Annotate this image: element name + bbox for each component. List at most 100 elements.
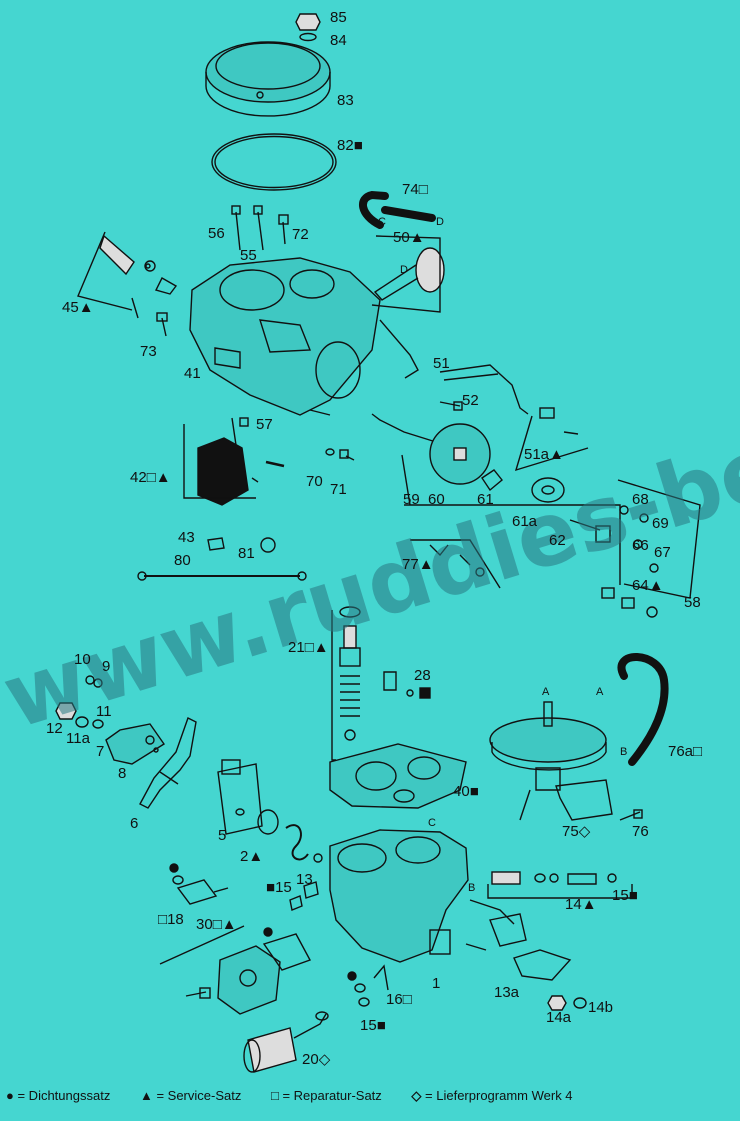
callout-12: 12: [46, 720, 63, 737]
diaphragm-50: [371, 235, 445, 313]
parts-7-12: [55, 675, 165, 765]
callout-11: 11: [96, 703, 112, 720]
callout-42: 42□▲: [130, 469, 171, 486]
callout-81: 81: [238, 545, 255, 562]
callout-14a: 14a: [546, 1009, 572, 1026]
callout-83: 83: [337, 92, 354, 109]
screw-15-bottom: [358, 997, 370, 1007]
callout-1: 1: [432, 975, 441, 992]
seal-ring-82: [211, 133, 337, 191]
callout-9: 9: [102, 658, 111, 675]
nuts-14a-14b: [547, 995, 587, 1011]
callout-16: 16□: [386, 991, 412, 1008]
callout-70: 70: [306, 473, 323, 490]
callout-30: 30□▲: [196, 916, 237, 933]
callout-11a: 11a: [66, 730, 90, 747]
screw-81: [260, 537, 276, 553]
parts-14: [487, 871, 633, 899]
callout-60: 60: [428, 491, 445, 508]
callout-40: 40■: [453, 783, 479, 800]
letter-b-base: B: [468, 882, 476, 894]
callout-28: 28: [414, 667, 431, 684]
solenoid-20: [243, 1011, 329, 1073]
lever-6: [139, 717, 197, 809]
letter-c-base: C: [428, 817, 436, 829]
shaft-59: [371, 413, 437, 506]
callout-76a: 76a□: [668, 743, 703, 760]
callout-61: 61: [477, 491, 494, 508]
legend: ● = Dichtungssatz ▲ = Service-Satz □ = R…: [6, 1088, 734, 1104]
callout-18: □18: [158, 911, 184, 928]
callout-43: 43: [178, 529, 195, 546]
callout-59: 59: [403, 491, 420, 508]
lever-set-45: [77, 231, 178, 319]
callout-57: 57: [256, 416, 273, 433]
callout-7: 7: [96, 743, 105, 760]
filter-ring-83: [205, 41, 331, 117]
letter-a-hose: A: [596, 686, 604, 698]
callout-14: 14▲: [565, 896, 597, 913]
callout-71: 71: [330, 481, 347, 498]
callout-5: 5: [218, 827, 227, 844]
screws-55-56-72: [231, 205, 289, 251]
callout-75: 75◇: [562, 823, 591, 840]
legend-item-gasket-set: ● = Dichtungssatz: [6, 1088, 111, 1103]
letter-a-diaphragm: A: [542, 686, 550, 698]
nut-85: [295, 13, 321, 31]
parts-64: [601, 587, 658, 618]
parts-70-71: [325, 448, 355, 461]
carburetor-base: [329, 829, 515, 963]
callout-15-left: ■15: [266, 879, 292, 896]
callout-8: 8: [118, 765, 127, 782]
callout-58: 58: [684, 594, 701, 611]
callout-15-right: 15■: [612, 887, 638, 904]
legend-item-delivery-program: ◇ = Lieferprogramm Werk 4: [411, 1088, 573, 1103]
callout-6: 6: [130, 815, 139, 832]
spring-set-77: [410, 539, 501, 589]
callout-21: 21□▲: [288, 639, 329, 656]
spring-2: [257, 809, 323, 863]
callout-52: 52: [462, 392, 479, 409]
callout-51a: 51a▲: [524, 446, 564, 463]
callout-67: 67: [654, 544, 671, 561]
callout-51: 51: [433, 355, 450, 372]
callout-14b: 14b: [588, 999, 614, 1016]
callout-2: 2▲: [240, 848, 264, 865]
letter-d-diaphragm: D: [400, 264, 408, 276]
callout-61a: 61a: [512, 513, 538, 530]
linkage-13a: [465, 913, 572, 981]
gasket-40: [329, 743, 467, 809]
diaphragm-75: [489, 701, 613, 821]
callout-41: 41: [184, 365, 201, 382]
needle-valve-21: [331, 606, 361, 761]
callout-80: 80: [174, 552, 191, 569]
bracket-5: [217, 759, 263, 835]
callout-66: 66: [632, 537, 649, 554]
hose-74: [359, 190, 436, 229]
callout-50: 50▲: [393, 229, 425, 246]
callout-56: 56: [208, 225, 225, 242]
callout-10: 10: [74, 651, 91, 668]
callout-76: 76: [632, 823, 649, 840]
callout-84: 84: [330, 32, 347, 49]
legend-item-repair-set: □ = Reparatur-Satz: [270, 1088, 382, 1103]
hose-76a: [617, 653, 669, 766]
rod-80: [137, 571, 307, 581]
callout-74: 74□: [402, 181, 428, 198]
pump-30: [159, 925, 312, 1015]
callout-62: 62: [549, 532, 566, 549]
callout-55: 55: [240, 247, 257, 264]
parts-51a: [514, 407, 589, 472]
linkage-51: [439, 364, 529, 415]
callout-13a: 13a: [494, 984, 520, 1001]
parts-66-69: [617, 479, 701, 599]
letter-b-hose: B: [620, 746, 628, 758]
callout-13: 13: [296, 871, 313, 888]
callout-72: 72: [292, 226, 309, 243]
screw-73: [156, 312, 168, 337]
float-42: [183, 424, 285, 506]
letter-c-hose: C: [378, 216, 386, 228]
screw-52: [439, 401, 463, 411]
